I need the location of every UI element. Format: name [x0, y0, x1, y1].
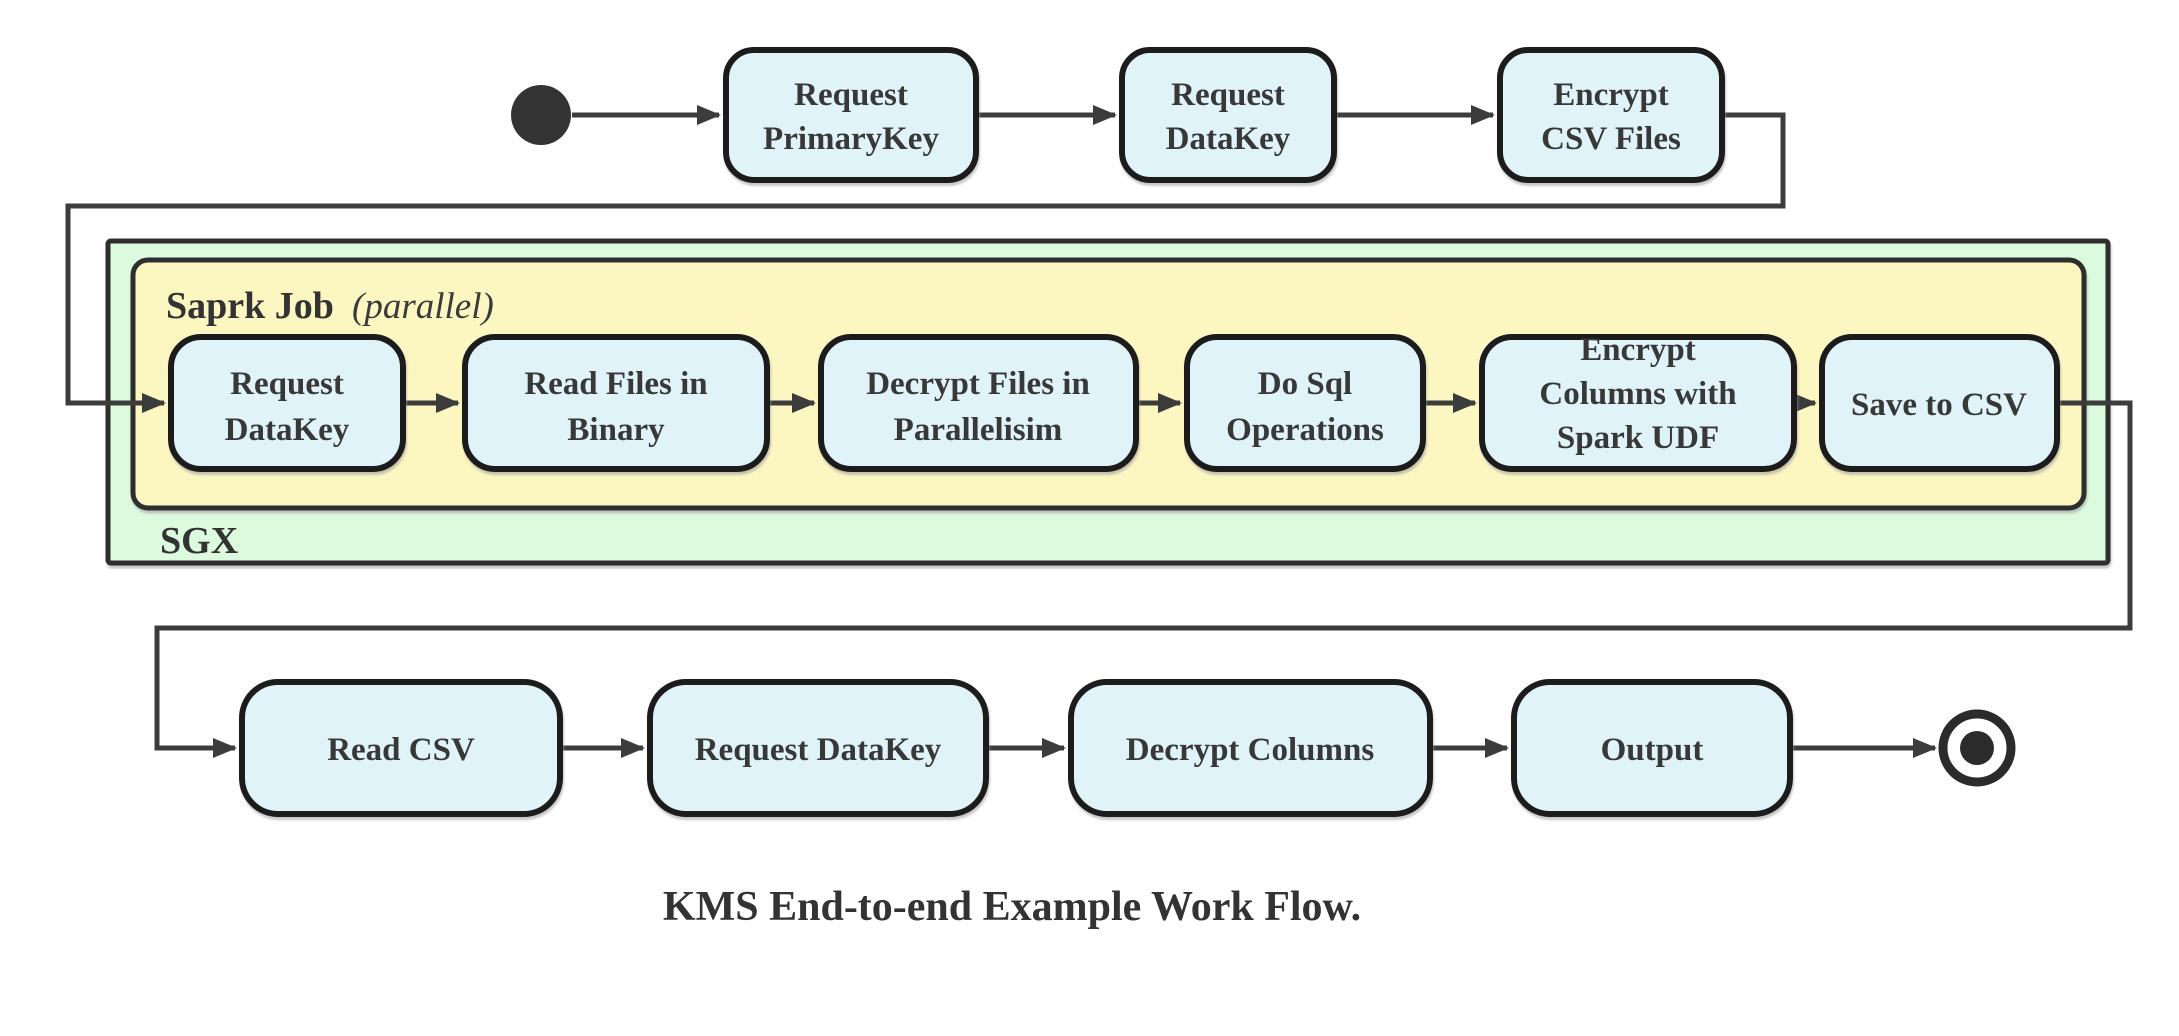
node-label: Operations	[1226, 412, 1384, 448]
node-request-primarykey-rect	[723, 47, 979, 183]
node-label: CSV Files	[1541, 121, 1681, 157]
node-decrypt-files-in-parallelisim: Decrypt Files in Parallelisim	[818, 334, 1139, 472]
node-read-files-in-binary: Read Files in Binary	[462, 334, 770, 472]
node-encrypt-csv-files: Encrypt CSV Files	[1497, 47, 1725, 183]
node-decrypt-columns-rect	[1068, 679, 1433, 817]
node-decrypt-columns: Decrypt Columns	[1068, 679, 1433, 817]
node-encrypt-columns-with-spark-udf-rect	[1479, 334, 1797, 472]
node-read-csv-rect	[239, 679, 563, 817]
end-node-inner-dot	[1960, 731, 1994, 765]
node-label: Decrypt Columns	[1126, 732, 1375, 768]
node-label: PrimaryKey	[763, 121, 939, 157]
node-label: DataKey	[225, 412, 350, 448]
node-label: Save to CSV	[1851, 387, 2027, 423]
node-request-datakey-sgx: Request DataKey	[168, 334, 406, 472]
node-label: Output	[1601, 732, 1704, 768]
node-label: Parallelisim	[894, 412, 1063, 448]
node-label: Spark UDF	[1557, 420, 1719, 456]
spark-job-parallel-label: (parallel)	[352, 286, 494, 327]
node-decrypt-files-in-parallelisim-rect	[818, 334, 1139, 472]
node-label: Read CSV	[327, 732, 475, 768]
node-label: Request	[794, 77, 908, 113]
node-request-primarykey: Request PrimaryKey	[723, 47, 979, 183]
node-read-files-in-binary-rect	[462, 334, 770, 472]
node-label: Request	[1171, 77, 1285, 113]
node-label: DataKey	[1166, 121, 1291, 157]
node-request-datakey-top: Request DataKey	[1119, 47, 1337, 183]
end-node	[1938, 709, 2016, 787]
node-label: Read Files in	[524, 366, 707, 402]
node-request-datakey-final-rect	[647, 679, 989, 817]
node-save-to-csv: Save to CSV	[1819, 334, 2060, 472]
node-encrypt-columns-with-spark-udf: Encrypt Columns with Spark UDF	[1479, 332, 1797, 472]
node-label: Request	[230, 366, 344, 402]
node-request-datakey-sgx-rect	[168, 334, 406, 472]
node-save-to-csv-rect	[1819, 334, 2060, 472]
node-label: Decrypt Files in	[866, 366, 1090, 402]
node-request-datakey-final: Request DataKey	[647, 679, 989, 817]
node-do-sql-operations-rect	[1184, 334, 1426, 472]
node-output: Output	[1511, 679, 1793, 817]
node-do-sql-operations: Do Sql Operations	[1184, 334, 1426, 472]
sgx-container-label: SGX	[160, 520, 238, 562]
node-label: Columns with	[1539, 376, 1736, 412]
spark-job-container-label: Saprk Job	[166, 285, 334, 327]
edge-encrypt-csv-files-to-sgx	[65, 112, 1786, 413]
start-node	[511, 85, 571, 145]
node-label: Encrypt	[1580, 332, 1696, 368]
node-request-datakey-top-rect	[1119, 47, 1337, 183]
node-output-rect	[1511, 679, 1793, 817]
node-label: Do Sql	[1258, 366, 1352, 402]
node-label: Binary	[567, 412, 665, 448]
edge-save-to-csv-to-read-csv	[154, 400, 2133, 758]
node-encrypt-csv-files-rect	[1497, 47, 1725, 183]
diagram-caption: KMS End-to-end Example Work Flow.	[663, 884, 1361, 930]
node-label: Encrypt	[1553, 77, 1669, 113]
node-read-csv: Read CSV	[239, 679, 563, 817]
node-label: Request DataKey	[695, 732, 942, 768]
